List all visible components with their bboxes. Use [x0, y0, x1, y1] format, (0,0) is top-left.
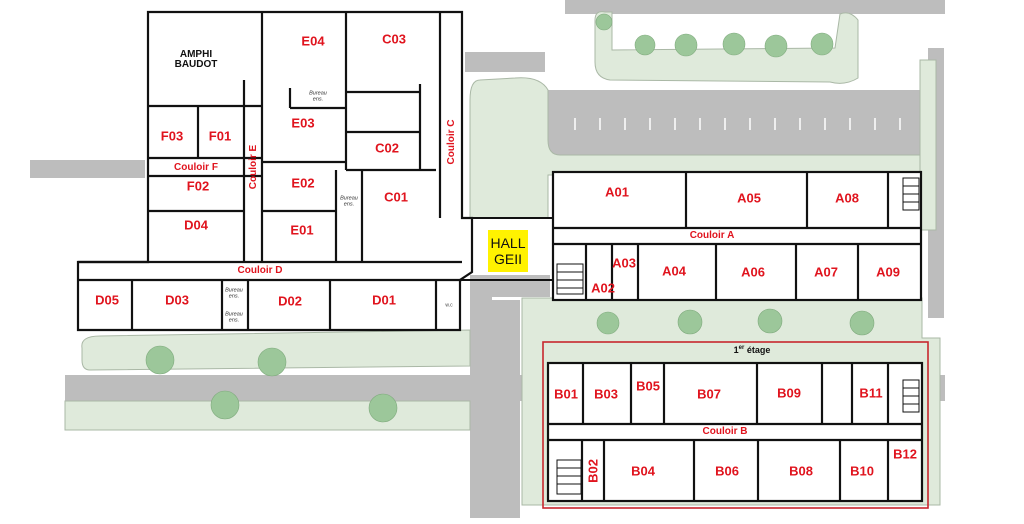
hall-connector [462, 217, 553, 281]
amphi-line1: AMPHI [179, 49, 213, 60]
building-b [546, 361, 924, 503]
corridor-d-label: Couloir D [237, 265, 283, 276]
corridor-f-label: Couloir F [174, 162, 218, 173]
room-e02[interactable]: E02 [291, 175, 315, 191]
room-b03[interactable]: B03 [594, 386, 618, 402]
trees [145, 13, 875, 423]
room-e04[interactable]: E04 [301, 33, 325, 49]
room-d04[interactable]: D04 [184, 217, 208, 233]
room-b06[interactable]: B06 [715, 463, 739, 479]
etage-word: étage [744, 345, 771, 355]
room-c01[interactable]: C01 [384, 189, 408, 205]
bureau-text: Bureau [340, 195, 358, 202]
hall-line1: HALL [490, 234, 526, 251]
room-b02[interactable]: B02 [585, 459, 601, 483]
corridor-e-label: Couloir E [248, 144, 259, 190]
room-d01[interactable]: D01 [372, 292, 396, 308]
room-a08[interactable]: A08 [835, 190, 859, 206]
room-b07[interactable]: B07 [697, 386, 721, 402]
room-c02[interactable]: C02 [375, 140, 399, 156]
room-a05[interactable]: A05 [737, 190, 761, 206]
room-a07[interactable]: A07 [814, 264, 838, 280]
hall-line2: GEII [493, 251, 522, 267]
room-d05[interactable]: D05 [95, 292, 119, 308]
ens-text: ens. [312, 96, 324, 102]
room-b04[interactable]: B04 [631, 463, 655, 479]
room-f01[interactable]: F01 [208, 128, 232, 144]
first-floor-frame [542, 341, 929, 509]
room-f02[interactable]: F02 [186, 178, 210, 194]
parking-lines [574, 18, 901, 130]
first-floor-label: 1er étage [734, 345, 771, 355]
room-b05[interactable]: B05 [636, 378, 660, 394]
room-a02[interactable]: A02 [591, 280, 615, 296]
etage-number: 1 [733, 345, 739, 355]
hall-geii-label: HALL GEII [488, 230, 528, 272]
room-a06[interactable]: A06 [741, 264, 765, 280]
room-b12[interactable]: B12 [893, 446, 917, 462]
room-e03[interactable]: E03 [291, 115, 315, 131]
room-e01[interactable]: E01 [290, 222, 314, 238]
room-b10[interactable]: B10 [850, 463, 874, 479]
amphi-line2: BAUDOT [174, 59, 218, 70]
etage-suffix: er [738, 345, 745, 351]
room-d02[interactable]: D02 [278, 293, 302, 309]
room-a01[interactable]: A01 [605, 184, 629, 200]
building-a [551, 170, 923, 302]
corridor-a-label: Couloir A [689, 230, 735, 241]
room-b08[interactable]: B08 [789, 463, 813, 479]
room-f03[interactable]: F03 [160, 128, 184, 144]
room-b11[interactable]: B11 [859, 385, 883, 401]
amphi-label: AMPHI BAUDOT [175, 50, 218, 70]
ens-text: ens. [228, 293, 240, 299]
corridor-c-label: Couloir C [446, 119, 457, 165]
room-d03[interactable]: D03 [165, 292, 189, 308]
room-a09[interactable]: A09 [876, 264, 900, 280]
room-b01[interactable]: B01 [554, 386, 578, 402]
bureau-text: Bureau [309, 90, 327, 97]
ens-text: ens. [228, 317, 240, 323]
ens-text: ens. [343, 201, 355, 207]
room-a04[interactable]: A04 [662, 263, 686, 279]
stairs [556, 177, 920, 495]
main-building [76, 10, 474, 332]
bureau-text: Bureau [225, 287, 243, 294]
corridor-b-label: Couloir B [702, 426, 748, 437]
room-c03[interactable]: C03 [382, 31, 406, 47]
bureau-text: Bureau [225, 311, 243, 318]
room-b09[interactable]: B09 [777, 385, 801, 401]
wc-label: w.c [445, 302, 453, 309]
room-a03[interactable]: A03 [612, 255, 636, 271]
